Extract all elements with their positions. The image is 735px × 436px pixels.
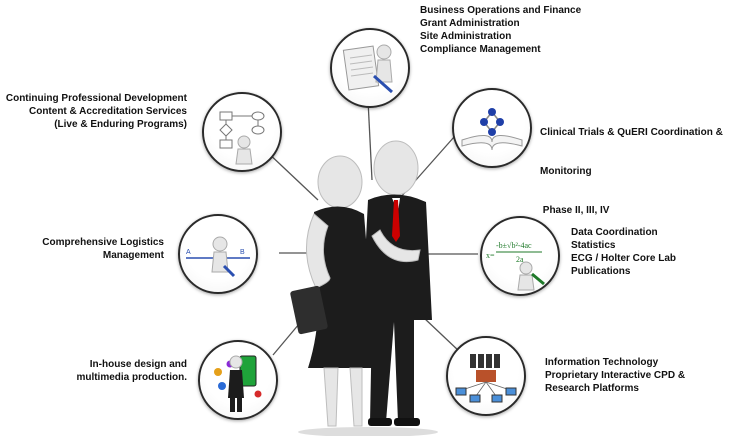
label-mid-left: Comprehensive Logistics Management (42, 236, 164, 262)
label-upper-right-line: Monitoring (540, 166, 592, 177)
label-top-line: Compliance Management (420, 44, 541, 55)
svg-text:-b±√b²-4ac: -b±√b²-4ac (496, 241, 532, 250)
label-mid-right: Data Coordination Statistics ECG / Holte… (571, 226, 676, 278)
node-mid-left: A B (178, 214, 258, 294)
node-upper-left (202, 92, 282, 172)
label-mid-right-line: Publications (571, 266, 631, 277)
label-upper-right: Clinical Trials & QuERI Coordination & M… (540, 100, 723, 243)
svg-text:B: B (240, 249, 245, 256)
label-mid-right-line: Data Coordination (571, 227, 658, 238)
label-top-line: Grant Administration (420, 18, 520, 29)
connector-top (367, 99, 373, 181)
label-mid-right-line: ECG / Holter Core Lab (571, 253, 677, 264)
label-lower-right-line: Research Platforms (545, 383, 639, 394)
label-upper-right-line: Phase II, III, IV (540, 205, 610, 216)
connector-upper-left (264, 149, 319, 201)
label-upper-left: Continuing Professional Development Cont… (6, 92, 187, 131)
label-lower-left-line: In-house design and (89, 359, 187, 370)
computer-network-icon (455, 354, 517, 403)
label-top-line: Business Operations and Finance (420, 5, 582, 16)
molecule-book-icon (461, 108, 523, 151)
label-mid-left-line: Management (102, 250, 164, 261)
label-lower-right-line: Proprietary Interactive CPD & (545, 370, 686, 381)
label-top: Business Operations and Finance Grant Ad… (420, 4, 581, 56)
contract-signing-figure-icon (342, 44, 393, 94)
label-mid-left-line: Comprehensive Logistics (42, 237, 164, 248)
label-upper-left-line: Content & Accreditation Services (28, 106, 187, 117)
equation-figure-icon: x= -b±√b²-4ac 2a (486, 241, 545, 291)
svg-text:2a: 2a (516, 255, 524, 264)
node-lower-right (446, 336, 526, 416)
label-lower-right-line: Information Technology (545, 357, 659, 368)
label-top-line: Site Administration (420, 31, 512, 42)
svg-text:A: A (186, 249, 191, 256)
smartphone-apps-figure-icon (214, 355, 262, 412)
svg-text:x=: x= (486, 251, 495, 260)
node-mid-right: x= -b±√b²-4ac 2a (480, 216, 560, 296)
label-upper-left-line: (Live & Enduring Programs) (54, 119, 187, 130)
label-lower-left-line: multimedia production. (76, 372, 187, 383)
measuring-line-figure-icon: A B (186, 236, 250, 278)
node-top (330, 28, 410, 108)
node-upper-right (452, 88, 532, 168)
business-couple-figure (290, 140, 438, 436)
label-mid-right-line: Statistics (571, 240, 616, 251)
label-lower-left: In-house design and multimedia productio… (76, 358, 187, 384)
node-lower-left (198, 340, 278, 420)
label-lower-right: Information Technology Proprietary Inter… (545, 356, 685, 395)
label-upper-left-line: Continuing Professional Development (5, 93, 187, 104)
flowchart-figure-icon (219, 111, 265, 165)
label-upper-right-line: Clinical Trials & QuERI Coordination & (540, 127, 723, 138)
